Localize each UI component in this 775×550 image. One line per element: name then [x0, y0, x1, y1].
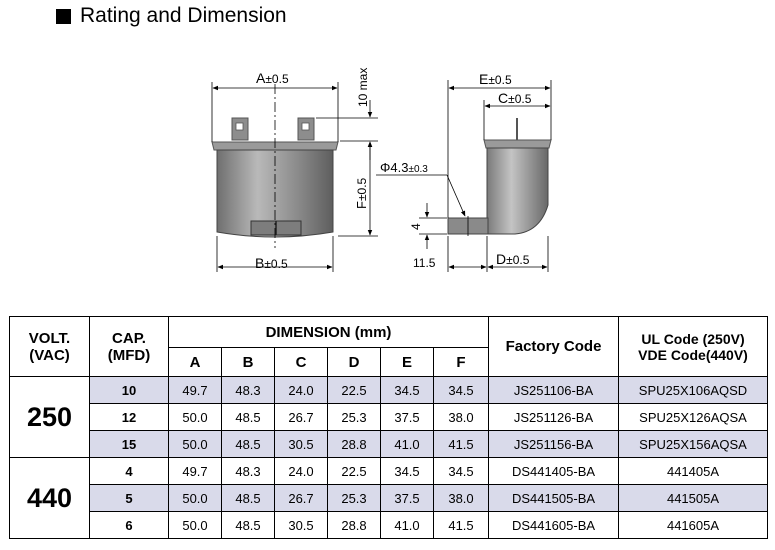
dim-b-cell: 48.5 [221, 430, 275, 458]
dim-c-cell: 24.0 [274, 457, 328, 485]
dim-f-label: F±0.5 [354, 177, 369, 209]
table-row: 6 50.0 48.5 30.5 28.8 41.0 41.5 DS441605… [10, 511, 768, 539]
dim-f-cell: 34.5 [433, 457, 489, 485]
table-row: 440 4 49.7 48.3 24.0 22.5 34.5 34.5 DS44… [9, 457, 768, 539]
dimension-header: DIMENSION (mm) [168, 316, 489, 348]
dim-b-label: B±0.5 [255, 255, 288, 271]
max-height-label: 10 max [356, 68, 370, 107]
dim-b-cell: 48.5 [221, 484, 275, 512]
dim-e-cell: 41.0 [380, 430, 434, 458]
dim-d-cell: 28.8 [327, 511, 381, 539]
factory-code-cell: JS251156-BA [488, 430, 619, 458]
dim-c-cell: 24.0 [274, 376, 328, 404]
col-header-b: B [221, 347, 275, 377]
dim-d-cell: 28.8 [327, 430, 381, 458]
dim-a-cell: 50.0 [168, 403, 222, 431]
dim-f-cell: 38.0 [433, 484, 489, 512]
table-row: 250 10 49.7 48.3 24.0 22.5 34.5 34.5 JS2… [9, 376, 768, 458]
ul-code-cell: 441405A [618, 457, 768, 485]
cap-cell: 15 [89, 430, 169, 458]
volt-header: VOLT.(VAC) [9, 316, 90, 377]
factory-code-header: Factory Code [488, 316, 619, 377]
cap-header: CAP.(MFD) [89, 316, 169, 377]
dim-c-cell: 30.5 [274, 511, 328, 539]
dimension-drawing: A±0.5 B±0.5 10 max F±0.5 E±0.5 C±0.5 [211, 68, 552, 272]
front-view: A±0.5 B±0.5 10 max F±0.5 [211, 68, 378, 272]
cap-cell: 4 [89, 457, 169, 485]
col-header-f: F [433, 347, 489, 377]
dim-a-cell: 50.0 [168, 511, 222, 539]
volt-cell: 440 [9, 457, 90, 539]
section-title: Rating and Dimension [80, 4, 287, 27]
dim-b-cell: 48.3 [221, 376, 275, 404]
dim-b-cell: 48.5 [221, 403, 275, 431]
ul-code-cell: SPU25X106AQSD [618, 376, 768, 404]
dim-e-cell: 37.5 [380, 484, 434, 512]
col-header-e: E [380, 347, 434, 377]
ul-code-cell: 441505A [618, 484, 768, 512]
section-heading: Rating and Dimension [56, 4, 287, 28]
dim-d-cell: 25.3 [327, 484, 381, 512]
dim-a-cell: 49.7 [168, 376, 222, 404]
dim-f-cell: 38.0 [433, 403, 489, 431]
cap-cell: 10 [89, 376, 169, 404]
tab-height-label: 4 [409, 223, 423, 230]
col-header-a: A [168, 347, 222, 377]
ul-code-cell: 441605A [618, 511, 768, 539]
dim-e-cell: 37.5 [380, 403, 434, 431]
dim-f-cell: 34.5 [433, 376, 489, 404]
rating-table: VOLT.(VAC) CAP.(MFD) DIMENSION (mm) Fact… [9, 316, 768, 539]
factory-code-cell: DS441605-BA [488, 511, 619, 539]
dim-b-cell: 48.5 [221, 511, 275, 539]
ul-code-cell: SPU25X156AQSA [618, 430, 768, 458]
dim-f-cell: 41.5 [433, 430, 489, 458]
capacitor-side-body [486, 147, 549, 235]
dim-d-cell: 22.5 [327, 376, 381, 404]
dim-a-cell: 50.0 [168, 484, 222, 512]
dim-e-cell: 34.5 [380, 376, 434, 404]
dim-b-cell: 48.3 [221, 457, 275, 485]
dim-a-label: A±0.5 [256, 70, 289, 86]
cap-cell: 12 [89, 403, 169, 431]
dim-d-label: D±0.5 [496, 251, 530, 267]
dim-c-cell: 26.7 [274, 484, 328, 512]
dim-c-label: C±0.5 [498, 90, 532, 106]
cap-cell: 6 [89, 511, 169, 539]
tab-length-label: 11.5 [413, 256, 436, 270]
dim-a-cell: 50.0 [168, 430, 222, 458]
factory-code-cell: DS441505-BA [488, 484, 619, 512]
dim-e-cell: 34.5 [380, 457, 434, 485]
factory-code-cell: DS441405-BA [488, 457, 619, 485]
dim-e-cell: 41.0 [380, 511, 434, 539]
hole-diameter-label: Φ4.3±0.3 [380, 160, 428, 175]
dim-f-cell: 41.5 [433, 511, 489, 539]
cap-cell: 5 [89, 484, 169, 512]
ul-code-header: UL Code (250V)VDE Code(440V) [618, 316, 768, 377]
side-view: E±0.5 C±0.5 Φ4.3±0.3 4 11.5 D±0.5 [376, 71, 552, 272]
col-header-d: D [327, 347, 381, 377]
table-row: 5 50.0 48.5 26.7 25.3 37.5 38.0 DS441505… [10, 484, 768, 512]
table-subheader-row: A B C D E F [10, 347, 768, 377]
table-row: 12 50.0 48.5 26.7 25.3 37.5 38.0 JS25112… [10, 403, 768, 431]
dim-e-label: E±0.5 [479, 71, 512, 87]
volt-cell: 250 [9, 376, 90, 458]
dim-c-cell: 30.5 [274, 430, 328, 458]
table-header-row: VOLT.(VAC) CAP.(MFD) DIMENSION (mm) Fact… [9, 316, 768, 377]
dim-a-cell: 49.7 [168, 457, 222, 485]
dim-c-cell: 26.7 [274, 403, 328, 431]
table-row: 15 50.0 48.5 30.5 28.8 41.0 41.5 JS25115… [10, 430, 768, 458]
col-header-c: C [274, 347, 328, 377]
factory-code-cell: JS251106-BA [488, 376, 619, 404]
dim-d-cell: 25.3 [327, 403, 381, 431]
dim-d-cell: 22.5 [327, 457, 381, 485]
factory-code-cell: JS251126-BA [488, 403, 619, 431]
ul-code-cell: SPU25X126AQSA [618, 403, 768, 431]
square-bullet-icon [56, 8, 71, 24]
